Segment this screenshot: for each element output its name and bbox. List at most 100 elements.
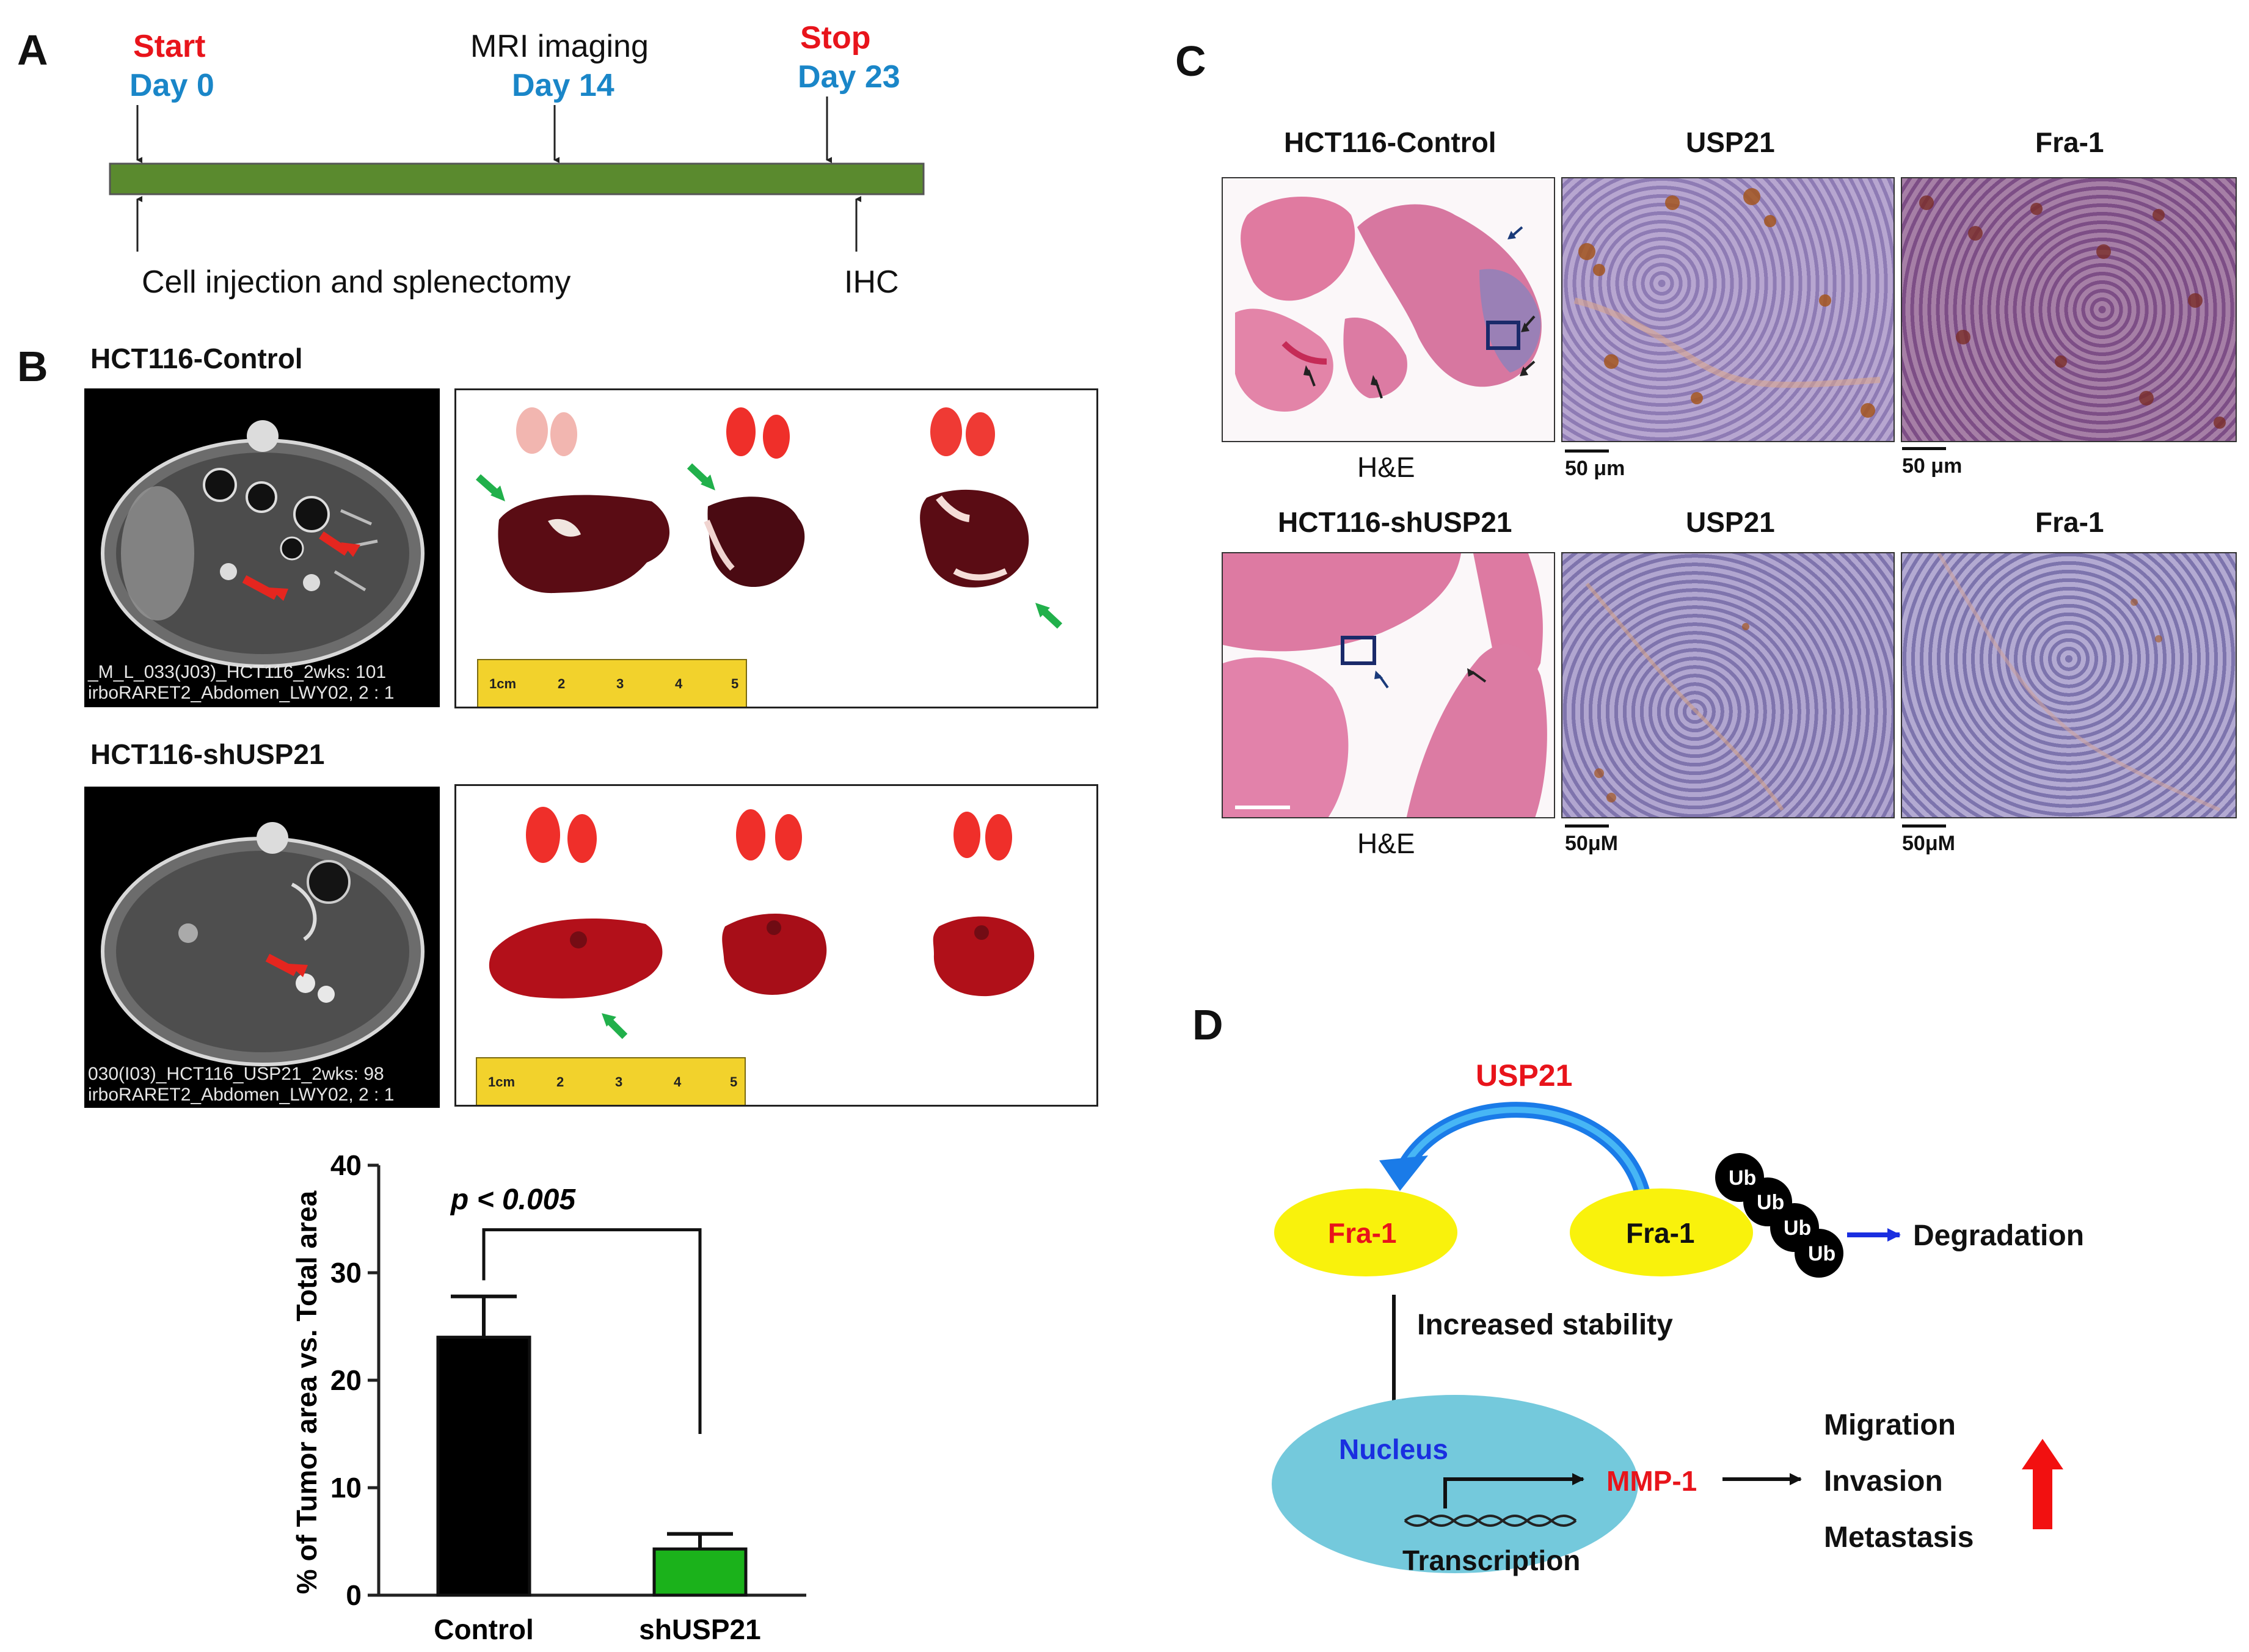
- c-row1-fra1: Fra-1: [2035, 126, 2104, 158]
- d-fra1-right: Fra-1: [1626, 1217, 1695, 1249]
- c-control-he-image: [1222, 177, 1555, 442]
- control-mri-caption-1: _M_L_033(J03)_HCT116_2wks: 101: [88, 662, 387, 682]
- c-row1-he-label: H&E: [1357, 451, 1415, 483]
- c-row2-scale-label-1: 50μM: [1565, 832, 1618, 855]
- usp21-arrowhead: [1379, 1155, 1428, 1191]
- sh-mri-caption-2: irboRARET2_Abdomen_LWY02, 2 : 1: [88, 1085, 395, 1105]
- nucleus-ellipse: [1272, 1395, 1638, 1573]
- c-control-he-graphic: [1235, 197, 1542, 412]
- sh-mri-image: 030(I03)_HCT116_USP21_2wks: 98 irboRARET…: [84, 787, 440, 1108]
- timeline-start-label: Start: [133, 29, 206, 64]
- ruler-label-4: 4: [675, 676, 683, 691]
- ihc-label: IHC: [844, 264, 899, 300]
- increase-arrow-shaft: [2033, 1468, 2052, 1529]
- transcription-arrow: [1443, 1473, 1584, 1508]
- ub-label-4: Ub: [1808, 1242, 1836, 1265]
- timeline-start-day: Day 0: [129, 68, 214, 103]
- timeline-mri-label: MRI imaging: [470, 29, 649, 64]
- control-mri-image: _M_L_033(J03)_HCT116_2wks: 101 irboRARET…: [84, 388, 440, 707]
- sh-mri-graphic: [101, 822, 425, 1066]
- ub-label-2: Ub: [1757, 1191, 1785, 1214]
- panel-label-a: A: [17, 26, 48, 74]
- c-row2-title: HCT116-shUSP21: [1278, 506, 1512, 538]
- increase-arrow-head: [2022, 1439, 2063, 1469]
- ruler-label-5: 5: [731, 676, 739, 691]
- y-tick-label: 30: [330, 1257, 362, 1289]
- bar-shusp21: [652, 1547, 748, 1597]
- ruler-label-2: 2: [556, 1074, 564, 1090]
- ruler-label-5: 5: [730, 1074, 738, 1090]
- timeline-stop-label: Stop: [800, 20, 871, 56]
- d-increased-stability: Increased stability: [1417, 1309, 1673, 1341]
- c-row2-scale-label-2: 50μM: [1902, 832, 1955, 855]
- ub-chain: [1715, 1153, 1843, 1278]
- ub-label-1: Ub: [1729, 1166, 1757, 1190]
- fra1-left-ellipse: [1274, 1188, 1457, 1276]
- y-tick-label: 10: [330, 1472, 362, 1504]
- x-tick-label: shUSP21: [639, 1614, 760, 1645]
- d-usp21-label: USP21: [1476, 1058, 1573, 1093]
- c-row1-title: HCT116-Control: [1284, 126, 1496, 158]
- c-row2-scalebar-2: [1902, 824, 1946, 828]
- panel-label-d: D: [1192, 1001, 1223, 1049]
- b-control-title: HCT116-Control: [90, 343, 303, 374]
- injection-label: Cell injection and splenectomy: [142, 264, 571, 300]
- timeline-stop-day: Day 23: [798, 59, 900, 95]
- y-tick-label: 0: [346, 1579, 362, 1611]
- c-sh-usp21-image: [1561, 552, 1895, 818]
- sh-tissue-graphic: [489, 807, 1035, 1039]
- c-row1-usp21: USP21: [1686, 126, 1775, 158]
- c-row2-usp21: USP21: [1686, 506, 1775, 538]
- p-value-annotation: p < 0.005: [450, 1184, 576, 1216]
- chart-bars: Control shUSP21: [434, 1228, 761, 1645]
- significance-bracket: [482, 1228, 702, 1434]
- ruler-label-1: 1cm: [489, 676, 517, 691]
- d-nucleus: Nucleus: [1339, 1433, 1448, 1465]
- d-outcome-metastasis: Metastasis: [1824, 1521, 1974, 1554]
- d-transcription: Transcription: [1402, 1545, 1581, 1576]
- usp21-curved-arrow: [1398, 1102, 1651, 1198]
- b-sh-title: HCT116-shUSP21: [90, 738, 325, 770]
- d-outcome-invasion: Invasion: [1824, 1465, 1943, 1497]
- ruler-label-1: 1cm: [488, 1074, 516, 1090]
- control-mri-graphic: [101, 420, 425, 668]
- c-sh-usp21-graphic: [1585, 583, 1784, 811]
- mechanism-diagram: [1272, 1102, 2063, 1573]
- c-sh-fra1-graphic: [1937, 553, 2221, 812]
- d-fra1-left: Fra-1: [1328, 1217, 1397, 1249]
- c-control-usp21-image: [1561, 177, 1895, 442]
- ruler-label-3: 3: [615, 1074, 623, 1090]
- fra1-right-ellipse: [1570, 1188, 1753, 1276]
- c-control-fra1-image: [1901, 177, 2237, 442]
- d-mmp1: MMP-1: [1606, 1465, 1697, 1497]
- c-row1-scale-label-1: 50 μm: [1565, 457, 1625, 480]
- c-row2-fra1: Fra-1: [2035, 506, 2104, 538]
- ruler-label-4: 4: [674, 1074, 682, 1090]
- c-sh-fra1-image: [1901, 552, 2237, 818]
- d-outcome-migration: Migration: [1824, 1409, 1956, 1441]
- sh-tissue-photo: 1cm 2 3 4 5: [454, 784, 1098, 1107]
- y-tick-label: 20: [330, 1364, 362, 1396]
- ub-label-3: Ub: [1784, 1217, 1812, 1240]
- c-control-fra1-graphic: [1919, 195, 2226, 429]
- sh-ruler: 1cm 2 3 4 5: [476, 1057, 746, 1105]
- d-degradation: Degradation: [1913, 1220, 2085, 1252]
- ruler-label-2: 2: [558, 676, 566, 691]
- c-row2-scalebar-1: [1565, 824, 1609, 828]
- ruler-label-3: 3: [616, 676, 624, 691]
- control-tissue-graphic: [476, 407, 1063, 629]
- panel-label-b: B: [17, 343, 48, 390]
- control-mri-caption-2: irboRARET2_Abdomen_LWY02, 2 : 1: [88, 683, 395, 703]
- control-ruler: 1cm 2 3 4 5: [477, 659, 747, 707]
- timeline-mri-day: Day 14: [512, 68, 614, 103]
- x-tick-label: Control: [434, 1614, 534, 1645]
- chart-ylabel: % of Tumor area vs. Total area: [291, 1190, 323, 1594]
- c-sh-he-image: [1222, 552, 1555, 818]
- timeline-diagram: [109, 96, 925, 252]
- c-row1-scale-label-2: 50 μm: [1902, 454, 1963, 478]
- c-control-usp21-graphic: [1573, 188, 1881, 418]
- c-row1-scalebar-1: [1565, 449, 1609, 453]
- dna-helix: [1404, 1515, 1577, 1527]
